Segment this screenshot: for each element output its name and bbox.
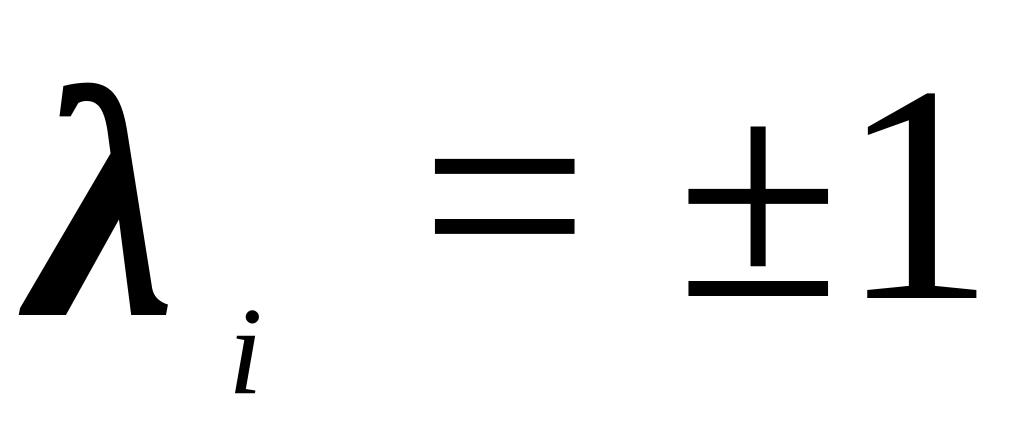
value-one: 1: [840, 23, 995, 366]
subscript-index: i: [228, 283, 263, 421]
plus-minus-sign: ±: [676, 29, 841, 361]
lambda-symbol: λ: [30, 22, 177, 387]
equals-sign: =: [420, 29, 590, 361]
